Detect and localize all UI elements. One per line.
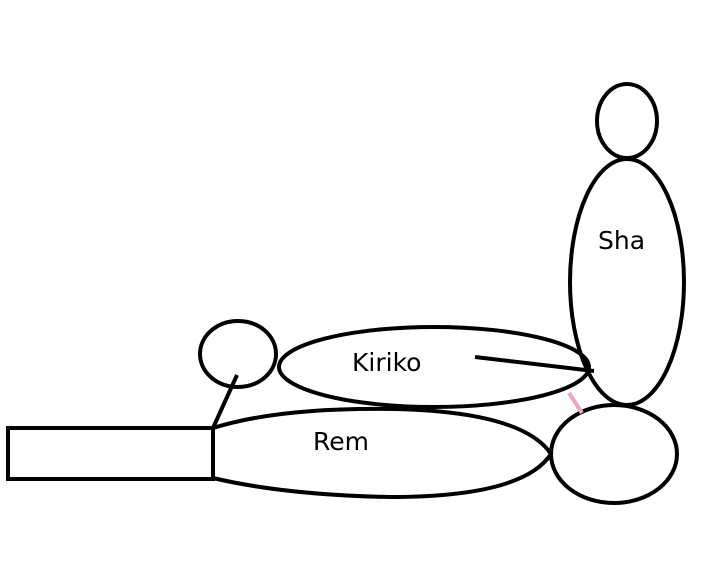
kiriko-body [277,325,591,409]
kiriko-head [198,319,278,389]
pink-connector-line [567,391,584,415]
rem-body [212,406,554,500]
sha-figure: Sha [568,82,686,407]
rem-label: Rem [313,427,369,456]
sha-label: Sha [598,226,645,255]
kiriko-arm [474,355,595,373]
kiriko-figure: Kiriko [198,319,595,409]
rem-figure: Rem [6,374,679,505]
rem-head [549,403,679,505]
kiriko-label: Kiriko [352,348,421,377]
rem-block [6,426,215,481]
sha-head [595,82,659,160]
rem-neck-line [211,374,239,429]
